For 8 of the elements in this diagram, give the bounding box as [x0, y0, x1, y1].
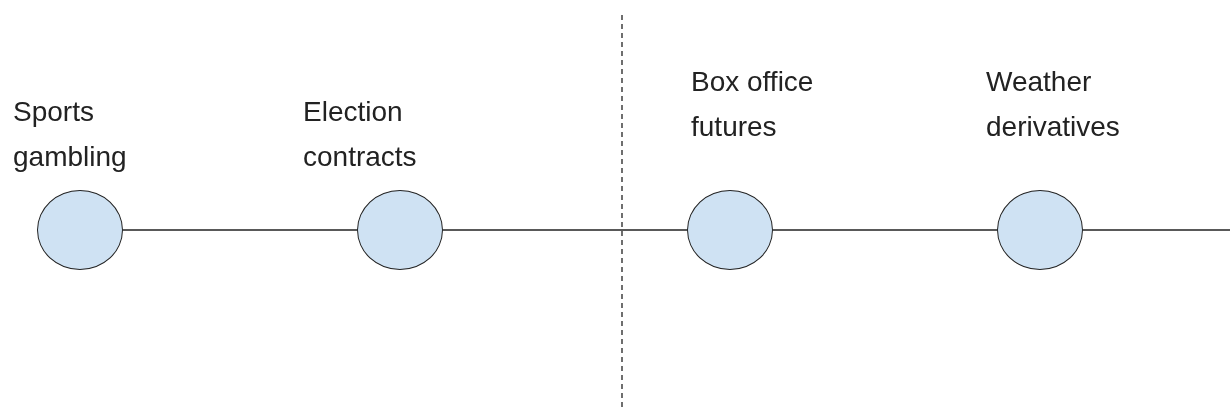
node-label: Weather derivatives: [986, 65, 1121, 144]
node-label: Sports gambling: [13, 95, 128, 174]
connector-line: [772, 229, 998, 231]
connector-line: [442, 229, 688, 231]
connector-line: [122, 229, 358, 231]
node-label: Box office futures: [691, 65, 815, 144]
connector-line: [1082, 229, 1230, 231]
node-label: Election contracts: [303, 95, 418, 174]
